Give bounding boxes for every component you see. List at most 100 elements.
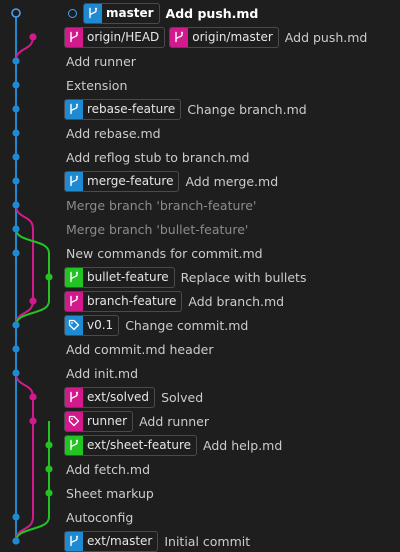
head-indicator-icon [68, 8, 77, 18]
commit-node[interactable] [45, 273, 53, 281]
commit-message: Add reflog stub to branch.md [66, 149, 250, 165]
commit-row[interactable]: rebase-feature Change branch.md [64, 97, 400, 121]
commit-message: Add merge.md [185, 173, 279, 189]
commit-message: Add runner [139, 413, 209, 429]
commit-node[interactable] [12, 513, 20, 521]
commit-node[interactable] [12, 369, 20, 377]
branch-icon [65, 171, 83, 191]
commit-node[interactable] [12, 321, 20, 329]
commit-node[interactable] [12, 177, 20, 185]
commit-node[interactable] [29, 297, 37, 305]
commit-row[interactable]: Merge branch 'bullet-feature' [64, 217, 400, 241]
commit-node[interactable] [45, 465, 53, 473]
branch-badge[interactable]: ext/solved [64, 386, 156, 408]
commit-node[interactable] [11, 8, 21, 18]
commit-row[interactable]: Add commit.md header [64, 337, 400, 361]
commit-message: Add push.md [284, 29, 368, 45]
ref-label: origin/HEAD [87, 30, 160, 44]
tag-badge[interactable]: v0.1 [64, 314, 120, 336]
commit-node[interactable] [12, 129, 20, 137]
graph-edge [15, 36, 34, 62]
commit-row[interactable]: Sheet markup [64, 481, 400, 505]
branch-icon [65, 27, 83, 47]
commit-graph [11, 8, 53, 545]
commit-message: Add push.md [165, 5, 259, 21]
commit-node[interactable] [29, 33, 37, 41]
commit-message: Add fetch.md [66, 461, 151, 477]
branch-badge[interactable]: bullet-feature [64, 266, 175, 288]
branch-icon [65, 267, 83, 287]
commit-node[interactable] [12, 201, 20, 209]
ref-label: bullet-feature [87, 270, 169, 284]
ref-label: merge-feature [87, 174, 174, 188]
commit-message: Add rebase.md [66, 125, 161, 141]
branch-badge[interactable]: master [83, 2, 160, 24]
branch-badge[interactable]: rebase-feature [64, 98, 182, 120]
commit-row[interactable]: branch-feature Add branch.md [64, 289, 400, 313]
commit-message: Change branch.md [187, 101, 307, 117]
commit-row[interactable]: Add init.md [64, 361, 400, 385]
commit-node[interactable] [29, 417, 37, 425]
commit-node[interactable] [12, 57, 20, 65]
commit-node[interactable] [12, 249, 20, 257]
commit-row[interactable]: master Add push.md [64, 1, 400, 25]
branch-badge[interactable]: branch-feature [64, 290, 183, 312]
commit-row[interactable]: ext/master Initial commit [64, 529, 400, 552]
ref-label: origin/master [192, 30, 273, 44]
graph-edge [15, 277, 50, 326]
ref-label: ext/sheet-feature [87, 438, 192, 452]
commit-node[interactable] [45, 489, 53, 497]
ref-label: rebase-feature [87, 102, 176, 116]
commit-message: Add runner [66, 53, 136, 69]
commit-row[interactable]: Autoconfig [64, 505, 400, 529]
branch-icon [84, 3, 102, 23]
branch-icon [65, 435, 83, 455]
commit-row[interactable]: Add fetch.md [64, 457, 400, 481]
tag-badge[interactable]: runner [64, 410, 134, 432]
commit-message: Add branch.md [188, 293, 285, 309]
branch-badge[interactable]: merge-feature [64, 170, 180, 192]
commit-row[interactable]: bullet-feature Replace with bullets [64, 265, 400, 289]
commit-node[interactable] [12, 345, 20, 353]
commit-message: Sheet markup [66, 485, 154, 501]
commit-row[interactable]: Add reflog stub to branch.md [64, 145, 400, 169]
commit-row[interactable]: Add rebase.md [64, 121, 400, 145]
commit-message: Replace with bullets [180, 269, 307, 285]
commit-node[interactable] [12, 153, 20, 161]
branch-badge[interactable]: ext/master [64, 530, 159, 552]
tag-icon [65, 411, 83, 431]
ref-label: v0.1 [87, 318, 114, 332]
commit-node[interactable] [12, 105, 20, 113]
commit-row[interactable]: origin/HEAD origin/master Add push.md [64, 25, 400, 49]
commit-message: Solved [161, 389, 204, 405]
commit-row[interactable]: New commands for commit.md [64, 241, 400, 265]
commit-node[interactable] [12, 537, 20, 545]
commit-node[interactable] [29, 393, 37, 401]
graph-edge [15, 372, 34, 398]
branch-icon [65, 99, 83, 119]
branch-icon [65, 387, 83, 407]
branch-badge[interactable]: origin/master [169, 26, 279, 48]
commit-message: Autoconfig [66, 509, 134, 525]
commit-row[interactable]: Add runner [64, 49, 400, 73]
commit-row[interactable]: merge-feature Add merge.md [64, 169, 400, 193]
branch-badge[interactable]: ext/sheet-feature [64, 434, 198, 456]
commit-message: Initial commit [164, 533, 251, 549]
branch-icon [170, 27, 189, 47]
commit-row[interactable]: ext/solved Solved [64, 385, 400, 409]
tag-icon [65, 315, 83, 335]
ref-label: master [106, 6, 154, 20]
commit-node[interactable] [12, 81, 20, 89]
commit-row[interactable]: runner Add runner [64, 409, 400, 433]
commit-row[interactable]: Extension [64, 73, 400, 97]
commit-node[interactable] [12, 225, 20, 233]
ref-label: ext/solved [87, 390, 150, 404]
branch-badge[interactable]: origin/HEAD [64, 26, 166, 48]
commit-node[interactable] [45, 441, 53, 449]
commit-row[interactable]: Merge branch 'branch-feature' [64, 193, 400, 217]
branch-icon [65, 291, 83, 311]
ref-label: branch-feature [87, 294, 177, 308]
